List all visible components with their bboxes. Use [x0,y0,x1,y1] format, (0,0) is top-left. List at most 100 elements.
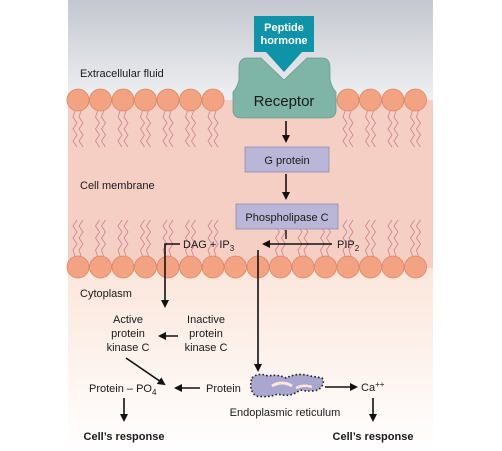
lipid-tail [393,110,399,148]
lipid-head [269,255,292,279]
lipid-tail [207,110,213,148]
lipid-tail [117,219,123,257]
lipid-head [404,88,427,112]
lipid-tail [415,110,422,148]
lipid-tail [393,219,399,257]
lipid-head [134,255,157,279]
lipid-tail [364,110,371,148]
lipid-head [66,255,90,279]
lipid-head [179,255,202,279]
inactive-pkc-line3: kinase C [185,342,228,354]
cytoplasm-label: Cytoplasm [80,288,132,300]
lipid-tail [78,219,84,257]
protein-po4-label: Protein – PO4 [89,383,157,397]
lipid-heads-inner [66,255,427,279]
lipid-tail [190,219,197,257]
lipid-head [156,88,180,112]
lipid-tail [72,110,78,148]
lipid-head [314,255,337,279]
lipid-tail [213,110,219,148]
lipid-tail [207,219,213,257]
lipid-tail [168,219,174,257]
cell-response-right: Cell’s response [333,431,414,443]
lipid-tail [409,219,416,257]
lipid-tail [123,110,129,148]
active-pkc-line3: kinase C [107,342,150,354]
lipid-tail [370,110,377,148]
lipid-tail [387,219,393,257]
cell-response-left: Cell’s response [84,431,165,443]
lipid-tail [213,219,219,257]
lipid-tail [123,219,129,257]
receptor-shape [232,57,337,119]
lipid-tail [100,219,107,257]
lipid-head [291,255,315,279]
lipid-tail [78,110,84,148]
er-label: Endoplasmic reticulum [230,407,341,419]
arrow-active-pkc-to-po4 [125,357,166,386]
inactive-pkc-line1: Inactive [187,314,225,326]
lipid-tail [94,110,101,148]
lipid-tail [145,219,152,257]
arrow-dag-to-active-pkc [161,243,180,308]
lipid-head [156,255,180,279]
lipid-tail [94,219,101,257]
lipid-tail [139,219,146,257]
lipid-tail [348,219,354,257]
lipid-heads-outer [66,88,427,112]
lipid-tail [162,219,168,257]
lipid-head [111,88,135,112]
inactive-pkc-line2: protein [189,328,223,340]
calcium-label: Ca++ [361,380,385,394]
lipid-head [336,88,360,112]
lipid-tail [342,110,348,148]
phospholipase-c-box [235,203,339,230]
lipid-head [66,88,90,112]
lipid-tail [184,219,191,257]
lipid-tail [72,219,78,257]
lipid-tail [117,110,123,148]
lipid-tail [342,219,348,257]
hormone-label-line2: hormone [260,35,307,47]
lipid-tail [100,110,107,148]
lipid-tail [364,219,371,257]
peptide-hormone-shape [254,16,314,72]
g-protein-box [244,146,330,173]
protein-label: Protein [206,383,241,395]
hormone-label-line1: Peptide [264,22,304,34]
lipid-head [336,255,360,279]
pip2-label: PIP2 [337,239,360,253]
lipid-head [381,88,405,112]
lipid-tail [162,110,168,148]
lipid-head [111,255,135,279]
receptor-label: Receptor [254,93,315,110]
lipid-head [201,88,225,112]
lipid-head [359,255,382,279]
lipid-tail [415,219,422,257]
lipid-tail [348,110,354,148]
dag-ip3-label: DAG + IP3 [183,239,235,253]
active-pkc-line1: Active [113,314,143,326]
lipid-head [134,88,157,112]
lipid-head [381,255,405,279]
lipid-tail [409,110,416,148]
lipid-head [201,255,225,279]
lipid-tail [145,110,152,148]
lipid-head [224,255,247,279]
endoplasmic-reticulum-shape [249,373,325,398]
lipid-tail [184,110,191,148]
lipid-tail [168,110,174,148]
lipid-tail [387,110,393,148]
lipid-head [89,255,112,279]
phospholipase-c-label: Phospholipase C [245,212,328,224]
lipid-head [179,88,202,112]
g-protein-label: G protein [264,155,309,167]
lipid-tail [139,110,146,148]
lipid-tail [370,219,377,257]
membrane-label: Cell membrane [80,180,155,192]
lipid-tail [190,110,197,148]
lipid-head [89,88,112,112]
extracellular-label: Extracellular fluid [80,68,164,80]
